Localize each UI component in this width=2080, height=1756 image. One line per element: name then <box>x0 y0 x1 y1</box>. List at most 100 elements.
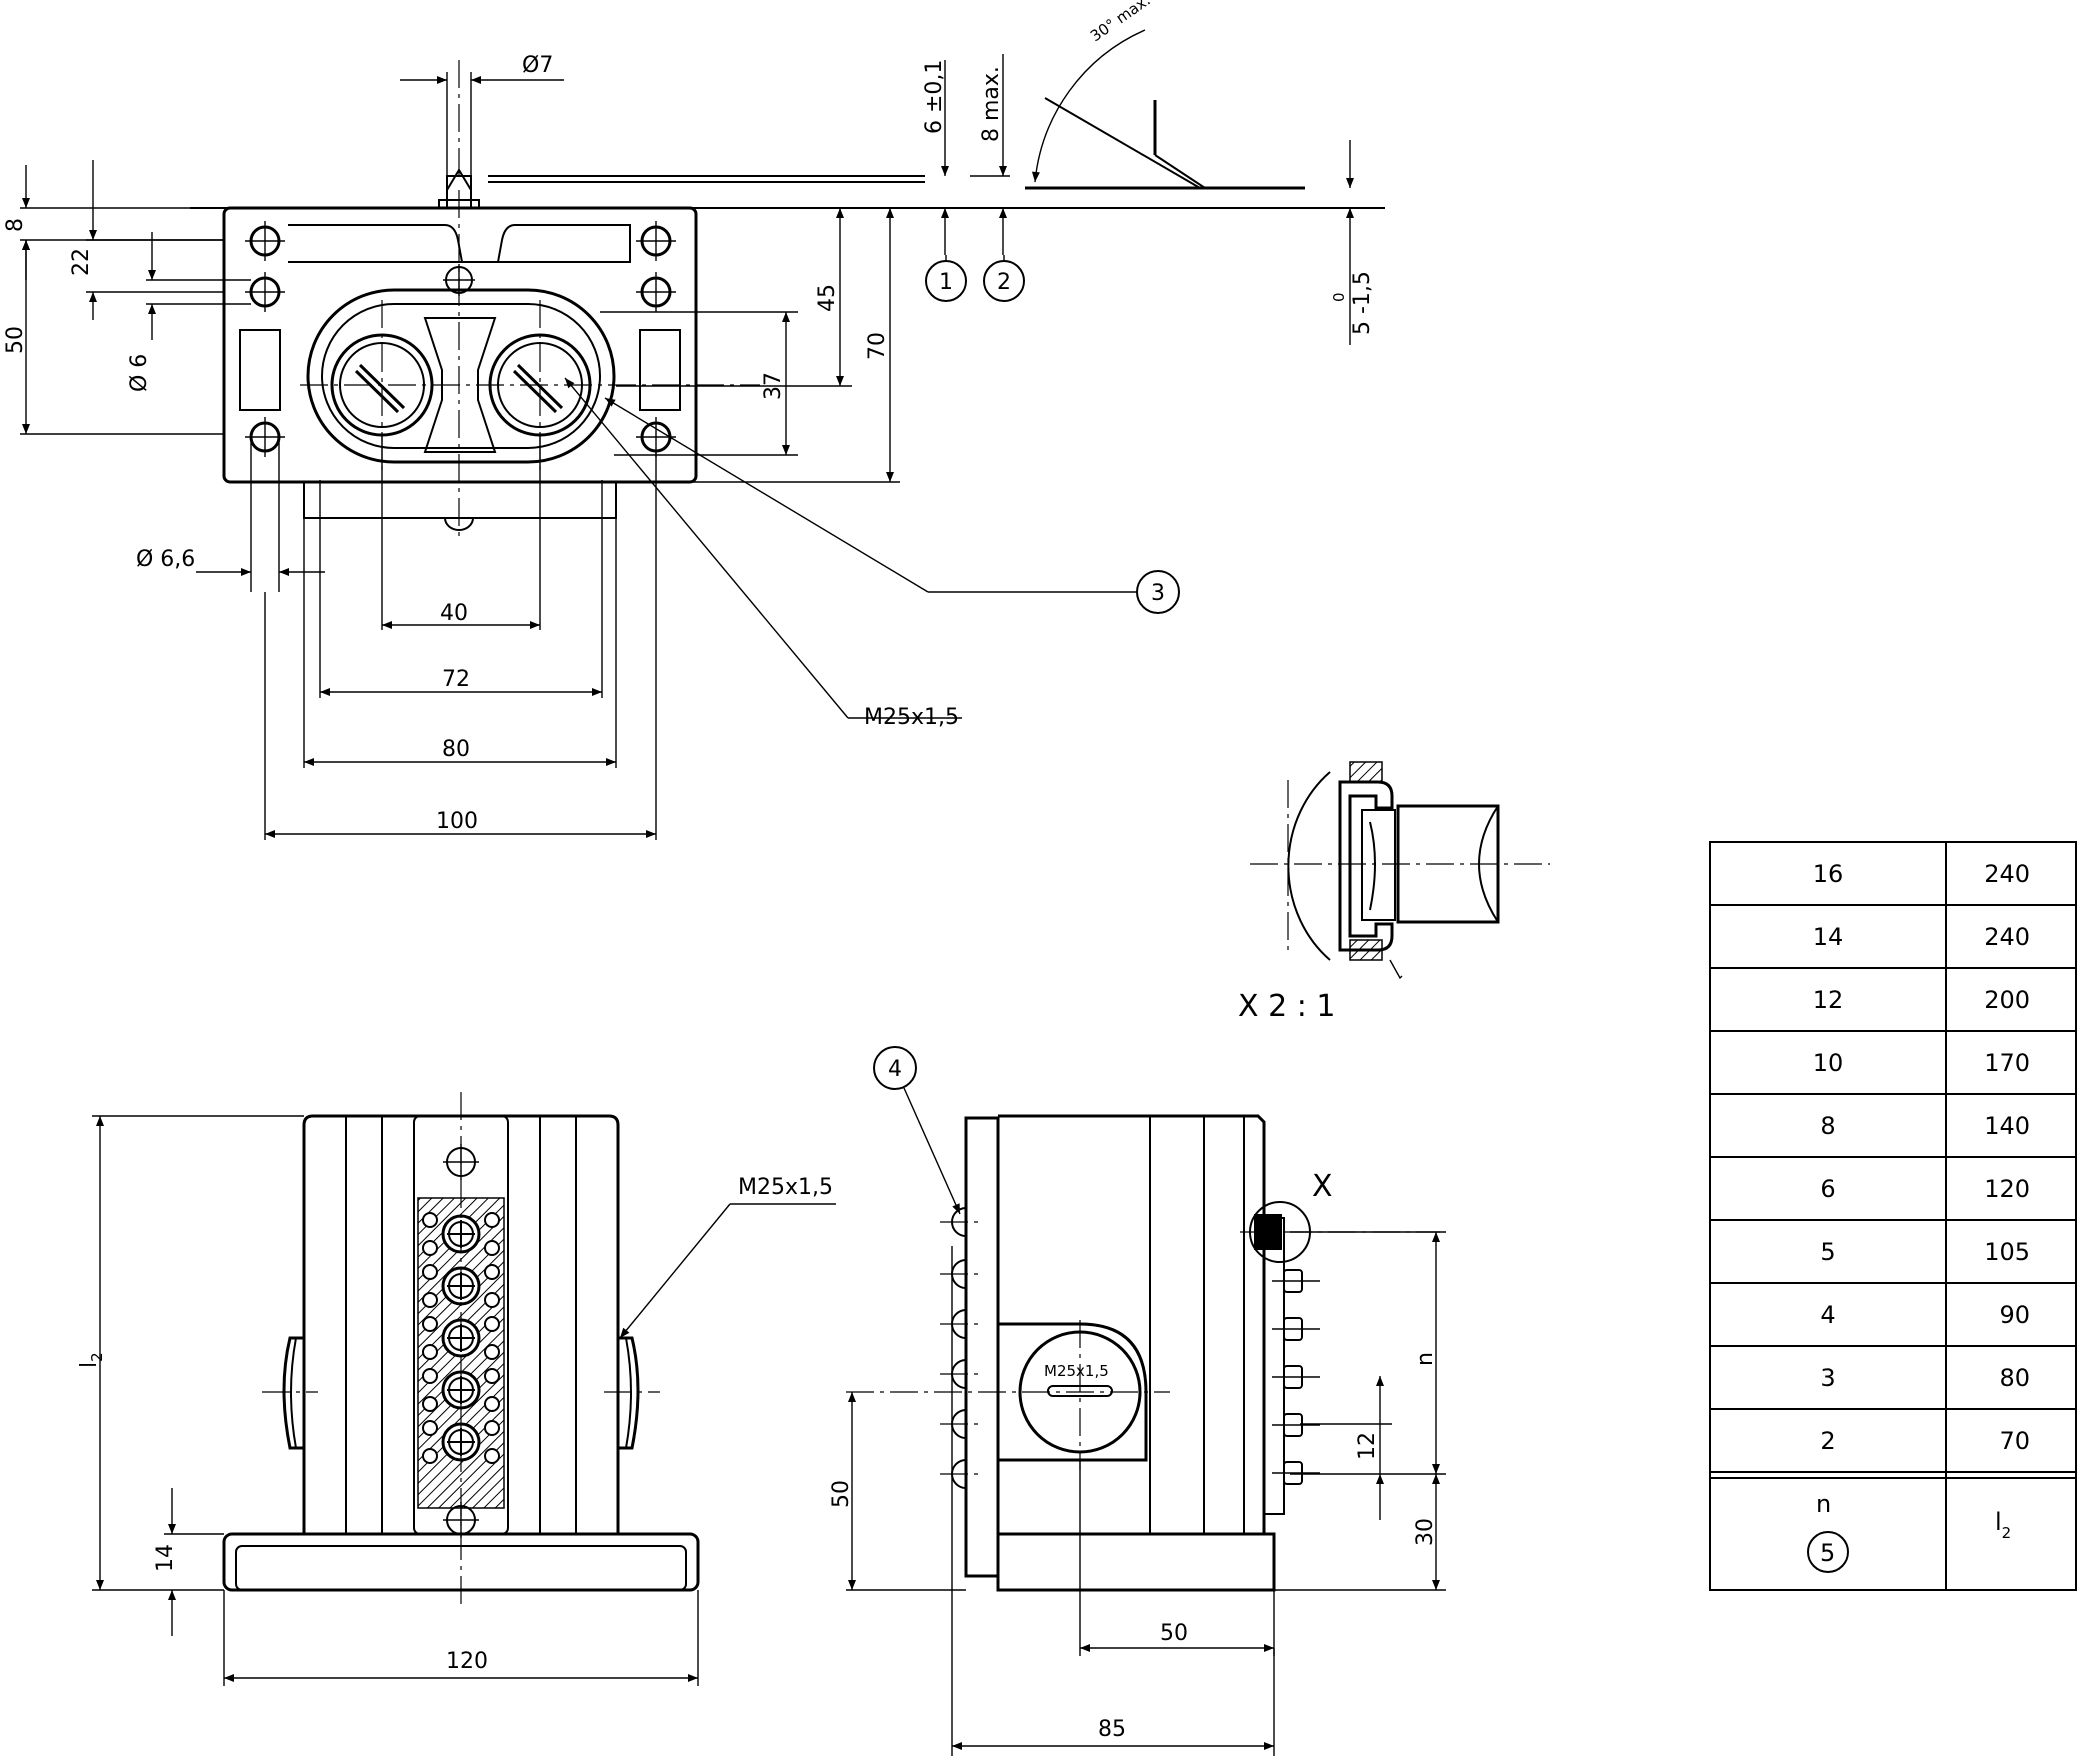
table-cell-n: 16 <box>1813 860 1844 888</box>
dim-40: 40 <box>440 601 468 626</box>
callout-4 <box>873 1046 917 1090</box>
dim-30: 30 <box>1413 1518 1438 1546</box>
callout-1-label: 1 <box>939 270 953 295</box>
table-cell-n: 8 <box>1820 1112 1835 1140</box>
dim-45: 45 <box>815 284 840 312</box>
terminal-side-screw <box>422 1396 438 1412</box>
table-cell-n: 6 <box>1820 1175 1835 1203</box>
terminal-side-screw <box>422 1448 438 1464</box>
table-cell-l2: 90 <box>1999 1301 2030 1329</box>
callout-5 <box>1807 1531 1849 1573</box>
callout-4-label: 4 <box>888 1057 902 1082</box>
detail-x: X 2 : 1 <box>1238 761 1550 1024</box>
dim-5tol-upper: 0 <box>1330 292 1348 302</box>
dim-d7: Ø7 <box>522 53 553 78</box>
terminal-side-screw <box>422 1316 438 1332</box>
dim-d66: Ø 6,6 <box>136 547 195 572</box>
dim-100: 100 <box>436 809 478 834</box>
dim-8: 8 <box>3 218 28 232</box>
table-cell-l2: 140 <box>1984 1112 2030 1140</box>
side-cover <box>964 1116 1000 1578</box>
gland-plate-outer <box>306 288 616 464</box>
front-gland-left <box>282 1336 304 1450</box>
terminal-side-screw <box>484 1448 500 1464</box>
dim-l2: l2 <box>77 1352 106 1368</box>
table-cell-l2: 240 <box>1984 923 2030 951</box>
side-base <box>996 1532 1276 1592</box>
terminal-side-screw <box>422 1264 438 1280</box>
table-footer-l2: l2 <box>1995 1508 2011 1542</box>
front-gland-right <box>618 1336 640 1450</box>
dim-22: 22 <box>69 248 94 276</box>
dim-5tol: 5 -1,5 <box>1350 271 1375 335</box>
table-cell-n: 14 <box>1813 923 1844 951</box>
table-cell-n: 5 <box>1820 1238 1835 1266</box>
table-cell-l2: 240 <box>1984 860 2030 888</box>
dim-50-vertical: 50 <box>829 1480 854 1508</box>
terminal-side-screw <box>422 1368 438 1384</box>
side-left-studs <box>940 1207 980 1489</box>
top-lower-body <box>303 481 617 519</box>
dim-8max: 8 max. <box>979 66 1004 142</box>
dim-120: 120 <box>446 1649 488 1674</box>
terminal-side-screw <box>422 1344 438 1360</box>
table-cell-n: 4 <box>1820 1301 1835 1329</box>
front-view: l2 14 120 M25x1,5 <box>77 1092 836 1686</box>
table-cell-l2: 105 <box>1984 1238 2030 1266</box>
side-view: M25x1,5 <box>829 1046 1446 1756</box>
terminal-side-screw <box>484 1212 500 1228</box>
callout-5-label: 5 <box>1820 1539 1835 1567</box>
dim-37: 37 <box>761 372 786 400</box>
callout-2-label: 2 <box>997 270 1011 295</box>
terminal-side-screw <box>422 1420 438 1436</box>
dim-12: 12 <box>1355 1432 1380 1460</box>
dim-14: 14 <box>153 1544 178 1572</box>
terminal-side-screw <box>484 1396 500 1412</box>
dim-72: 72 <box>442 667 470 692</box>
side-plate-label: M25x1,5 <box>1044 1362 1109 1380</box>
top-inner-slot <box>288 224 631 263</box>
table-footer-n: n <box>1816 1490 1831 1518</box>
terminal-side-screw <box>484 1344 500 1360</box>
callout-3-label: 3 <box>1151 581 1165 606</box>
dim-80: 80 <box>442 737 470 762</box>
table-cell-l2: 200 <box>1984 986 2030 1014</box>
dim-6tol: 6 ±0,1 <box>922 60 947 134</box>
top-view: Ø7 8 50 22 Ø 6 Ø 6,6 40 <box>3 0 1385 840</box>
table-cell-l2: 70 <box>1999 1427 2030 1455</box>
terminal-side-screw <box>484 1368 500 1384</box>
terminal-side-screw <box>484 1292 500 1308</box>
table-cell-n: 2 <box>1820 1427 1835 1455</box>
terminal-side-screw <box>484 1316 500 1332</box>
gland-bridge <box>423 317 497 453</box>
terminal-side-screw <box>422 1212 438 1228</box>
table-cell-n: 3 <box>1820 1364 1835 1392</box>
top-lower-knob <box>444 517 474 531</box>
dim-70: 70 <box>865 332 890 360</box>
table-cell-l2: 80 <box>1999 1364 2030 1392</box>
table-cell-l2: 120 <box>1984 1175 2030 1203</box>
terminal-side-screw <box>484 1240 500 1256</box>
dim-50: 50 <box>3 326 28 354</box>
table-cell-n: 10 <box>1813 1049 1844 1077</box>
terminal-side-screw <box>422 1240 438 1256</box>
table-cell-n: 12 <box>1813 986 1844 1014</box>
terminal-side-screw <box>484 1420 500 1436</box>
dim-d6: Ø 6 <box>127 354 152 392</box>
dim-50-horizontal: 50 <box>1160 1621 1188 1646</box>
top-thread-label: M25x1,5 <box>864 705 959 730</box>
terminal-side-screw <box>484 1264 500 1280</box>
right-side-recess <box>639 329 681 411</box>
dim-angle: 30° max. <box>1087 0 1154 45</box>
detail-x-mark: X <box>1312 1169 1333 1204</box>
detail-label: X 2 : 1 <box>1238 989 1335 1024</box>
table-cell-l2: 170 <box>1984 1049 2030 1077</box>
dim-n: n <box>1413 1352 1438 1366</box>
gland-plate-inner <box>321 303 601 449</box>
left-side-recess <box>239 329 281 411</box>
side-right-terminals <box>1263 1217 1320 1515</box>
dim-85: 85 <box>1098 1717 1126 1742</box>
front-thread-label: M25x1,5 <box>738 1175 833 1200</box>
terminal-side-screw <box>422 1292 438 1308</box>
